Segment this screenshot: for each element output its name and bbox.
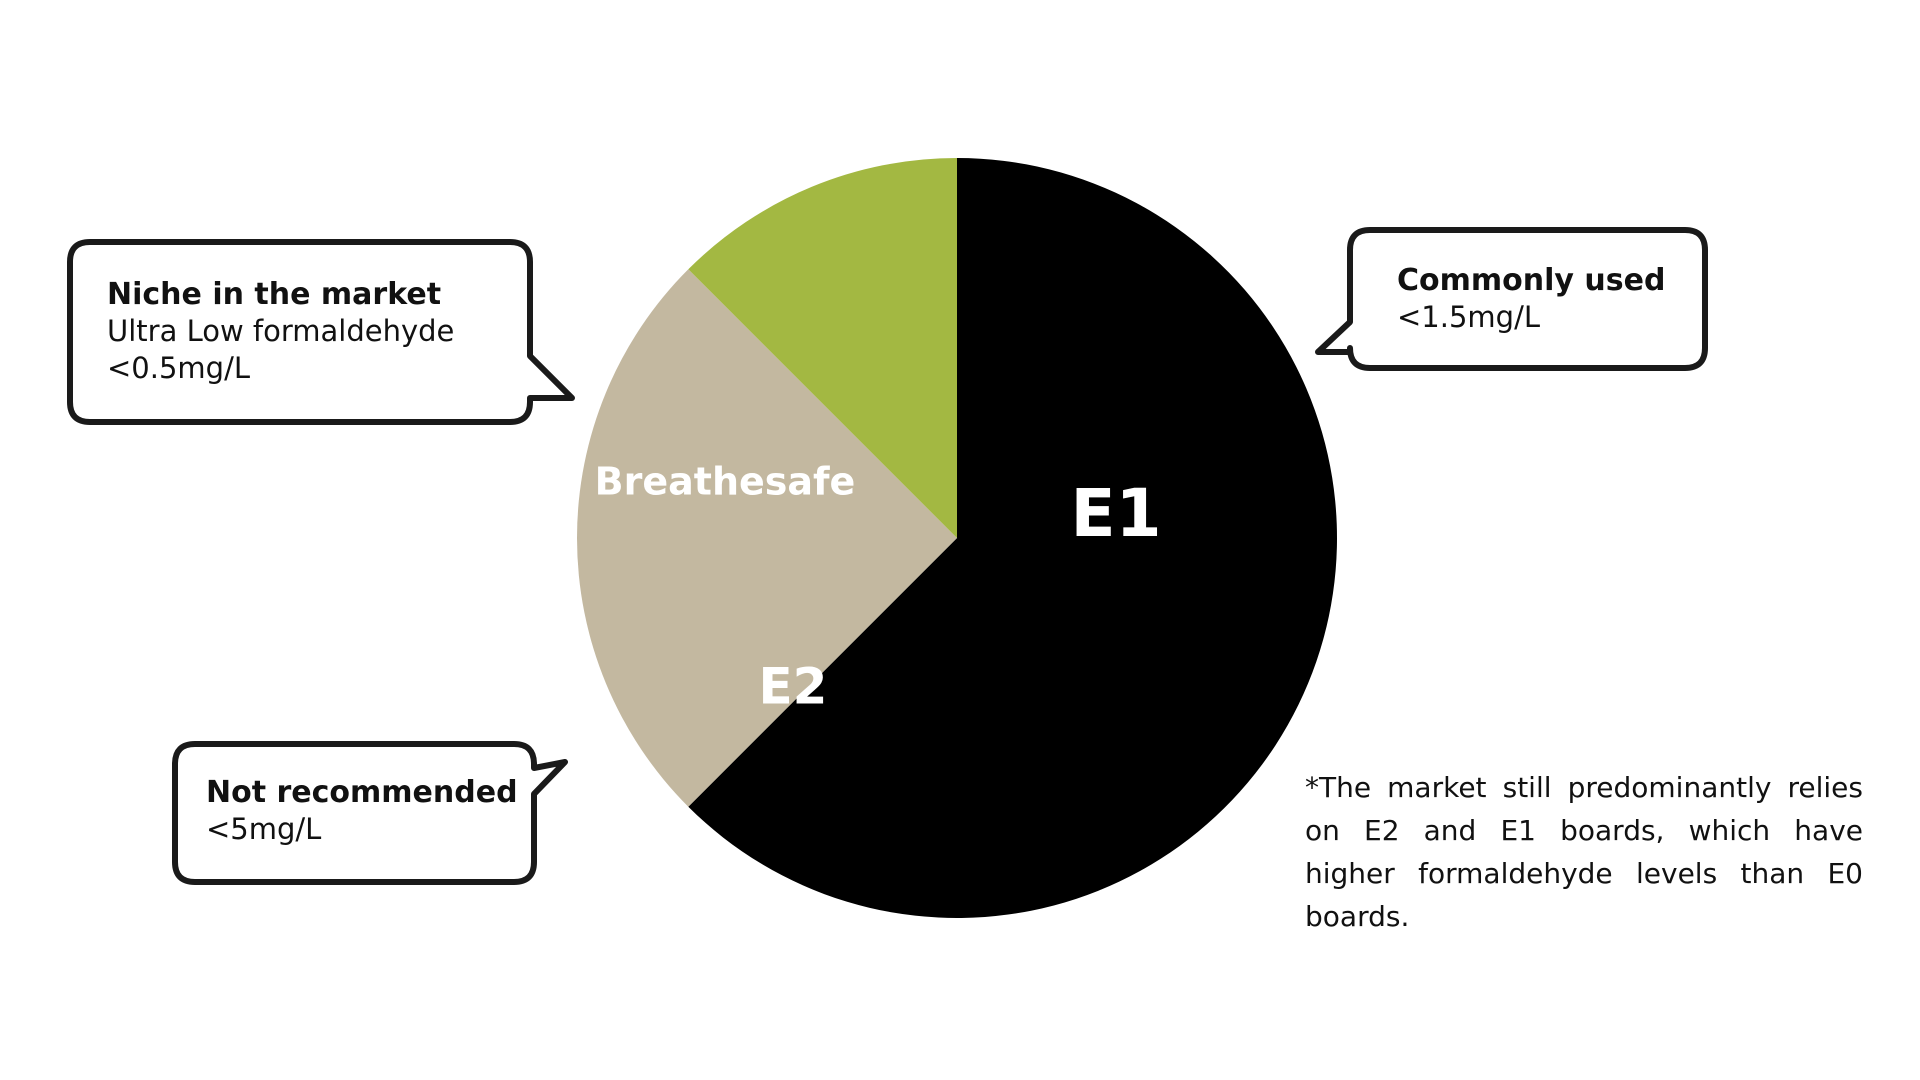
callout-title: Not recommended (206, 775, 518, 810)
slice-label-e2: E2 (759, 658, 828, 716)
pie-slice-breathesafe (688, 158, 957, 538)
pie-slices (577, 158, 1338, 919)
callout-title: Niche in the market (107, 277, 441, 312)
callout-bubble (67, 239, 575, 425)
slice-label-e1: E1 (1070, 475, 1161, 552)
callout-title: Commonly used (1397, 263, 1665, 298)
callout-line: Ultra Low formaldehyde (107, 314, 454, 348)
callout-line: <5mg/L (206, 812, 321, 846)
callout-bubble (172, 741, 568, 885)
pie-slice-e1 (688, 158, 1338, 919)
callout-line: <0.5mg/L (107, 351, 250, 385)
pie-slice-e2 (577, 269, 957, 807)
footnote-text: *The market still predominantly relies o… (1305, 771, 1863, 933)
callout-e1: Commonly used<1.5mg/L (1315, 227, 1708, 371)
callout-line: <1.5mg/L (1397, 300, 1540, 334)
callout-bubble (1315, 227, 1708, 371)
slice-label-breathesafe: Breathesafe (595, 460, 856, 504)
callout-e2: Not recommended<5mg/L (172, 741, 568, 885)
